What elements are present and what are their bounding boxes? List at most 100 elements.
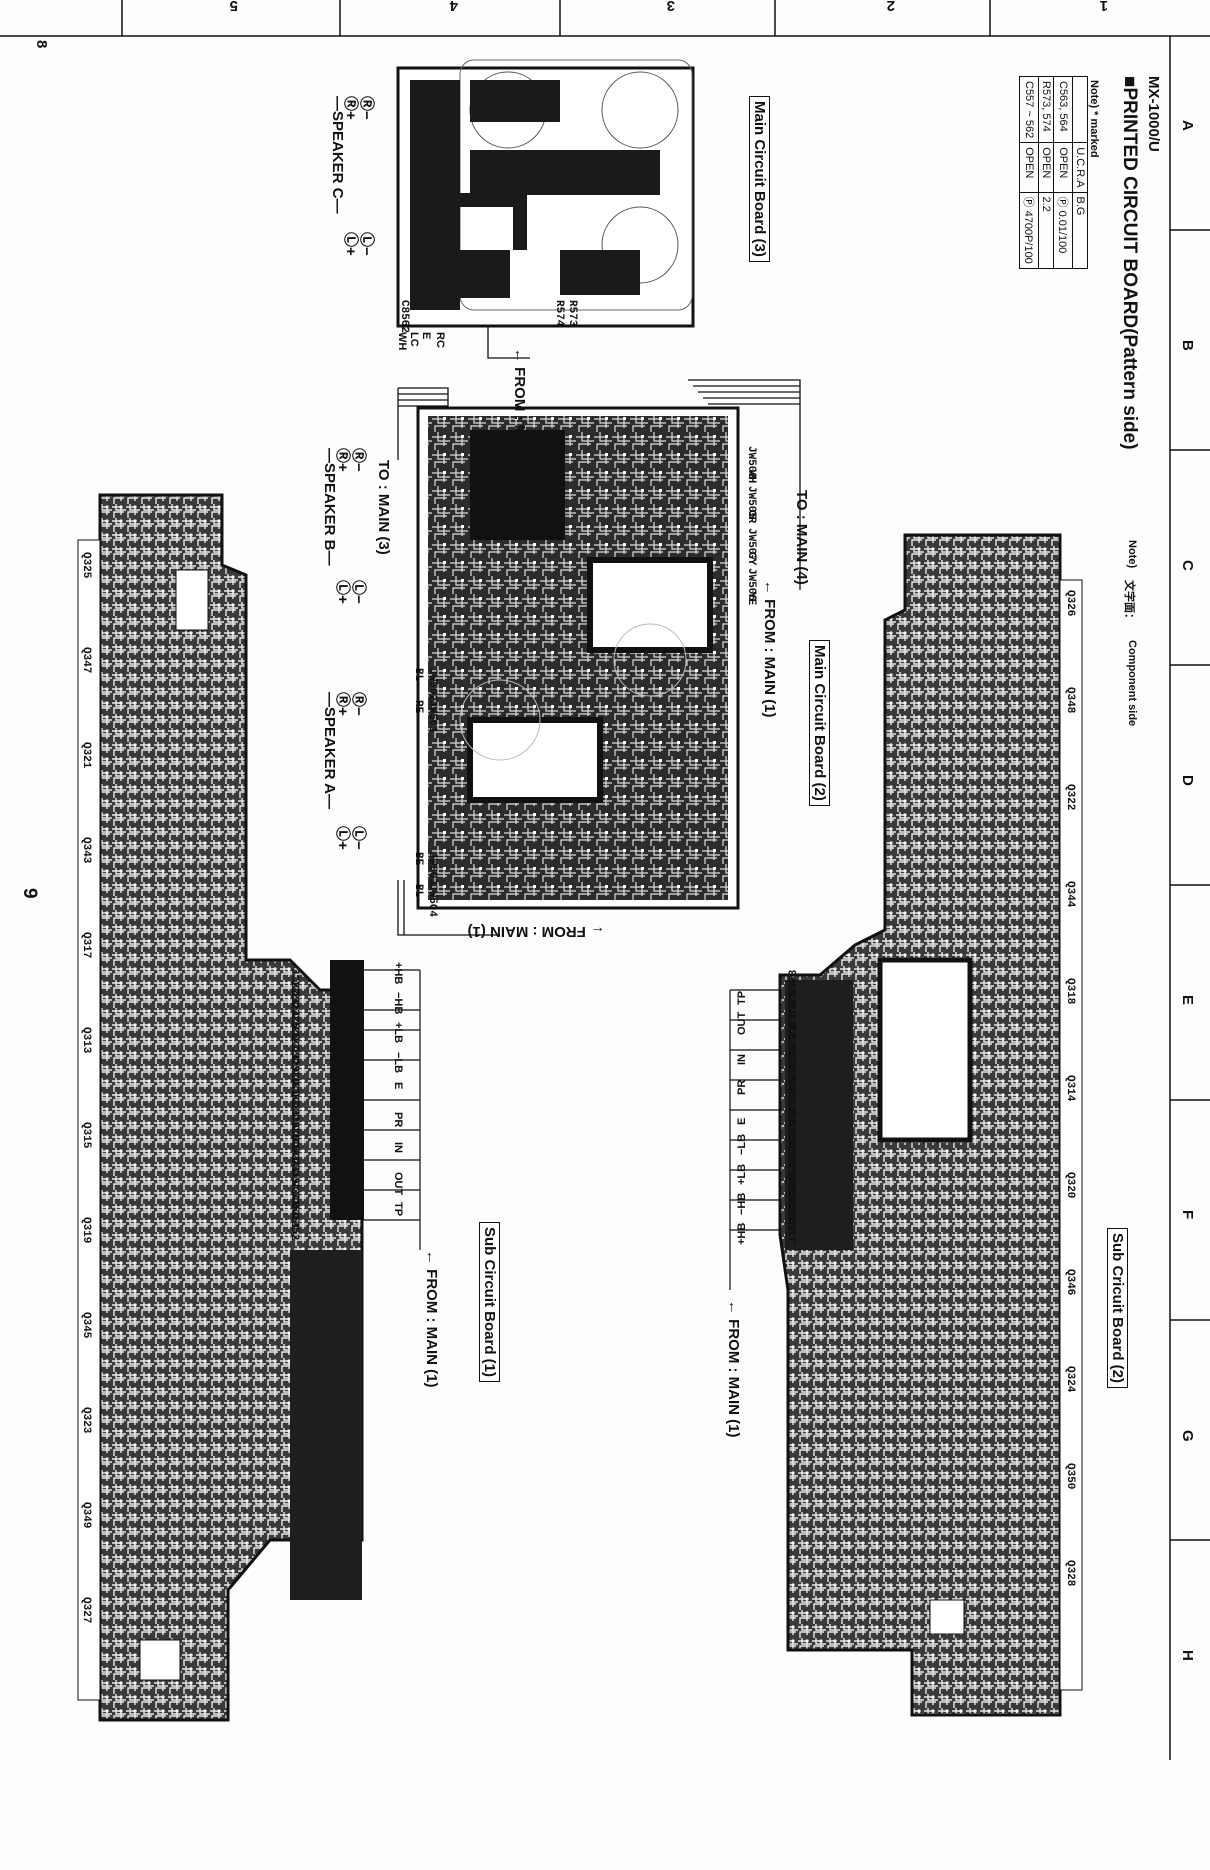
speaker-a-l-plus: Ⓛ+	[334, 826, 351, 850]
sub-board-1-art	[77, 493, 364, 1722]
sub-board-1-title: Sub Circuit Board (1)	[479, 1222, 500, 1383]
transistor-label: Q347	[80, 647, 92, 674]
grid-number-4: 4	[449, 0, 458, 14]
parts-cell: C557 ~ 562	[1019, 76, 1039, 143]
transistor-label: Q343	[80, 837, 92, 864]
grid-number-1: 1	[1099, 0, 1108, 14]
main-board-2-wires	[397, 326, 801, 936]
jumper-label: BL	[412, 884, 424, 898]
terminal-label: OUT	[736, 1011, 748, 1035]
grid-letter-e: E	[1179, 995, 1196, 1006]
jumper-label: GY	[745, 552, 757, 566]
terminal-label: OUT	[392, 1172, 404, 1196]
grid-letter-h: H	[1179, 1650, 1196, 1661]
jumper-label: OR	[745, 510, 757, 524]
model-number: MX-1000/U	[1145, 76, 1162, 152]
main-board-2-to-main3: TO : MAIN (3)	[375, 460, 392, 555]
jumper-label: BL	[412, 668, 424, 682]
terminal-label: PR	[736, 1079, 748, 1095]
transistor-label: Q324	[1064, 1366, 1076, 1393]
note-jp: 文字面：	[1123, 580, 1135, 624]
parts-cell: OPEN	[1019, 142, 1039, 193]
sub-board-2-from: ← FROM : MAIN (1)	[725, 1300, 742, 1438]
page-frame	[0, 0, 1210, 1760]
main-board-2-title: Main Circuit Board (2)	[809, 640, 830, 806]
transistor-label: Q317	[80, 932, 92, 959]
terminal-label: +HB	[736, 1222, 748, 1245]
transistor-label: Q322	[1064, 784, 1076, 811]
parts-cell: 2.2	[1038, 192, 1054, 269]
parts-cell: R573, 574	[1038, 76, 1054, 143]
grid-letter-g: G	[1179, 1430, 1196, 1442]
main-board-3-wire-rc: RC	[434, 332, 446, 348]
grid-number-2: 2	[886, 0, 895, 14]
main-board-2-to-main4: TO : MAIN (4)	[793, 490, 810, 585]
speaker-c-label: —SPEAKER C—	[329, 96, 346, 214]
parts-table-wrap: U.C.R.A B.G C563, 564 OPEN Ⓟ 0.01/100 R5…	[1019, 76, 1088, 269]
main-board-3-label-r574: R574	[553, 300, 565, 327]
main-board-2-art	[416, 406, 740, 910]
sub-board-2-wires	[729, 989, 780, 1290]
grid-letter-d: D	[1179, 775, 1196, 786]
note-component-side: Component side	[1126, 640, 1138, 727]
terminal-label: −LB	[736, 1133, 748, 1155]
terminal-label: +LB	[392, 1022, 404, 1044]
parts-cell: Ⓟ 4700P/100	[1019, 192, 1039, 269]
jumper-label: JW502	[426, 668, 438, 702]
parts-header-0	[1072, 76, 1088, 143]
terminal-label: E	[736, 1117, 748, 1125]
transistor-label: Q348	[1064, 687, 1076, 714]
terminal-label: PR	[392, 1112, 404, 1128]
terminal-label: −HB	[736, 1192, 748, 1215]
transistor-label: Q321	[80, 742, 92, 769]
jumper-label: JW503	[426, 852, 438, 886]
main-board-3-wire-wh: WH	[396, 332, 408, 351]
speaker-a-label: —SPEAKER A—	[321, 692, 338, 809]
parts-cell: OPEN	[1053, 142, 1073, 193]
grid-number-5: 5	[229, 0, 238, 14]
note-label: Note)	[1126, 540, 1138, 569]
transistor-label: Q349	[80, 1502, 92, 1529]
transistor-label: Q327	[80, 1597, 92, 1624]
jumper-label: YE	[745, 592, 757, 606]
transistor-label: Q346	[1064, 1269, 1076, 1296]
jack-label: J352	[288, 1214, 300, 1241]
parts-header-1: U.C.R.A	[1072, 142, 1088, 193]
terminal-label: −LB	[392, 1052, 404, 1074]
grid-letter-c: C	[1179, 560, 1196, 571]
transistor-label: Q319	[80, 1217, 92, 1244]
transistor-label: Q325	[80, 552, 92, 579]
main-board-3-label-c8562: C8562	[398, 300, 410, 334]
terminal-label: +HB	[392, 962, 404, 985]
jumper-label: RE	[412, 700, 424, 714]
grid-letter-b: B	[1179, 340, 1196, 351]
transistor-label: Q318	[1064, 978, 1076, 1005]
main-board-2-from-main1-bottom: ← FROM : MAIN (1)	[467, 923, 605, 940]
main-board-3-wire-lc: LC	[408, 332, 420, 347]
jumper-label: WH	[745, 470, 757, 484]
terminal-label: E	[392, 1082, 404, 1090]
jumper-label: JW504	[426, 884, 438, 918]
parts-cell: C563, 564	[1053, 76, 1073, 143]
grid-number-8: 8	[33, 40, 50, 49]
transistor-label: Q320	[1064, 1172, 1076, 1199]
transistor-label: Q323	[80, 1407, 92, 1434]
main-board-3-label-r573: R573	[566, 300, 578, 327]
terminal-label: IN	[392, 1142, 404, 1153]
marked-note: Note) * marked	[1088, 80, 1100, 158]
transistor-label: Q314	[1064, 1075, 1076, 1102]
transistor-label: Q344	[1064, 881, 1076, 908]
main-board-3-wire-e: E	[420, 332, 432, 340]
speaker-b-label: —SPEAKER B—	[321, 448, 338, 566]
sub-board-1-wires	[362, 969, 421, 1250]
parts-cell: Ⓟ 0.01/100	[1053, 192, 1073, 269]
page-title: ■PRINTED CIRCUIT BOARD(Pattern side)	[1119, 76, 1140, 450]
page-number: 9	[19, 888, 40, 899]
parts-header-2: B.G	[1072, 192, 1088, 269]
sub-board-1-from: ← FROM : MAIN (1)	[423, 1250, 440, 1388]
transistor-label: Q315	[80, 1122, 92, 1149]
grid-letter-a: A	[1179, 120, 1196, 131]
transistor-label: Q313	[80, 1027, 92, 1054]
